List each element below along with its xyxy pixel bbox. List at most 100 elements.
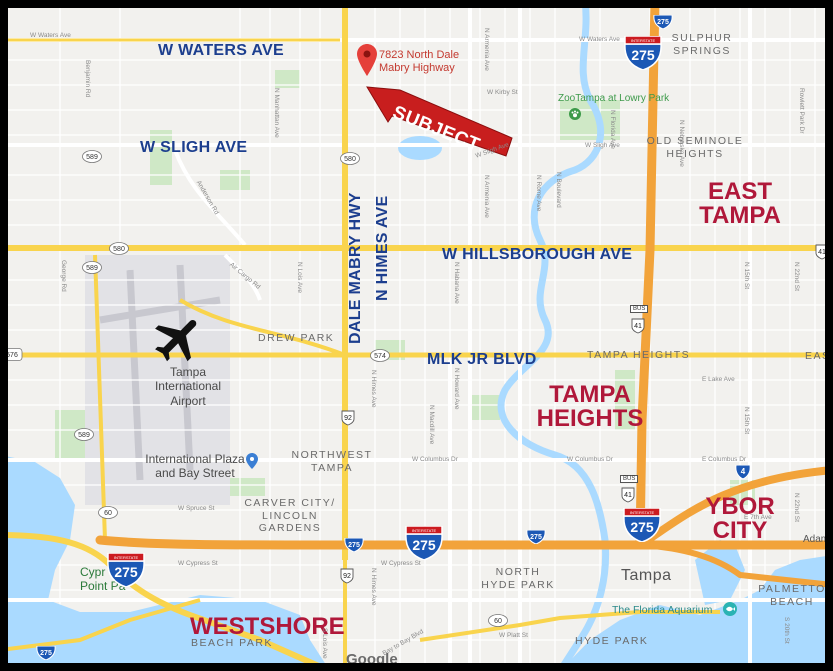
state-road-shield-icon: 60 [98, 506, 118, 519]
shield-number: 589 [86, 265, 98, 272]
street-label: N Himes Ave [370, 370, 377, 408]
state-road-shield-icon: 574 [370, 349, 390, 362]
small-interstate-icon: 275 [344, 537, 364, 553]
interstate-4-small-shield: 4 [735, 464, 751, 483]
shield-number: 576 [6, 352, 18, 359]
street-label: W Waters Ave [30, 32, 71, 39]
state-road-589-shield: 589 [74, 428, 94, 445]
shield-number: 574 [374, 353, 386, 360]
state-road-589-shield: 589 [82, 261, 102, 278]
shield-number: 60 [104, 510, 112, 517]
small-interstate-icon: 4 [735, 464, 751, 480]
street-label: George Rd [60, 260, 67, 292]
street-label: W Columbus Dr [412, 456, 458, 463]
airplane-icon [155, 320, 197, 362]
i275-east-west [95, 535, 833, 550]
street-label: W Spruce St [178, 505, 215, 512]
runway [99, 296, 221, 324]
shield-number: 589 [78, 432, 90, 439]
shield-heading: INTERSTATE [630, 510, 655, 515]
label-sulphur-springs: SULPHUR SPRINGS [671, 32, 733, 57]
lake [398, 136, 442, 160]
street-label: W Platt St [499, 632, 528, 639]
interstates [95, 0, 833, 588]
street-label: N Manhattan Ave [273, 88, 280, 138]
label-hyde-park: HYDE PARK [575, 635, 649, 647]
street-label: W Waters Ave [579, 36, 620, 43]
label-beach-park: BEACH PARK [191, 637, 273, 649]
subject-address: 7823 North Dale Mabry Highway [379, 49, 460, 75]
street-label: W Cypress St [178, 560, 218, 567]
street-label: N Habana Ave [453, 262, 460, 304]
us-route-shield-icon: 92 [341, 410, 355, 426]
label-east-tampa: EAST TAMPA [699, 178, 781, 229]
shield-number: 92 [344, 415, 352, 422]
small-interstate-icon: 275 [36, 645, 56, 661]
shield-number: 41 [624, 492, 632, 499]
street-label: N Boulevard [555, 172, 562, 208]
small-interstate-icon: 275 [526, 529, 546, 545]
state-road-576-shield: 576 [4, 348, 23, 365]
shield-number: 275 [630, 519, 654, 535]
label-international-plaza: International Plaza and Bay Street [145, 452, 245, 481]
tampa-bay [0, 455, 330, 671]
us-route-shield-icon: 41 [815, 244, 829, 260]
shield-number: 41 [634, 323, 642, 330]
us-41-shield: 41 [630, 318, 646, 338]
label-tampa-airport: Tampa International Airport [154, 365, 222, 408]
street-label: N Nebraska Ave [678, 120, 685, 167]
bus-route-plate: BUS [620, 475, 639, 483]
label-northwest-tampa: NORTHWEST TAMPA [291, 449, 373, 474]
interstate-275-small-shield: 275 [344, 537, 364, 556]
street-label: S 20th St [783, 617, 790, 644]
interstate-275-shield: INTERSTATE 275 [403, 525, 445, 564]
us-route-shield-icon: 41 [621, 487, 635, 503]
i275-north-south [635, 0, 660, 550]
interstate-275-small-shield: 275 [653, 14, 673, 33]
shield-number: 275 [657, 19, 669, 26]
shield-heading: INTERSTATE [412, 528, 437, 533]
street-label: W Columbus Dr [567, 456, 613, 463]
shield-number: 4 [741, 467, 746, 476]
us-41-shield: 41 [620, 487, 636, 507]
shield-number: 589 [86, 154, 98, 161]
interstate-shield-icon: INTERSTATE 275 [623, 507, 661, 543]
shield-heading: INTERSTATE [114, 555, 139, 560]
state-road-shield-icon: 60 [488, 614, 508, 627]
label-carver-city: CARVER CITY/ LINCOLN GARDENS [244, 497, 336, 535]
street-label: N 15th St [743, 407, 750, 435]
interstate-275-shield: INTERSTATE 275 [622, 35, 664, 74]
street-label: Benjamin Rd [84, 60, 91, 98]
label-tampa-city: Tampa [621, 567, 672, 584]
street-label: N Macdill Ave [428, 405, 435, 445]
location-pin-icon[interactable] [357, 44, 377, 76]
label-tampa-heights-small: TAMPA HEIGHTS [587, 349, 691, 361]
i4-road [636, 466, 833, 549]
shield-number: 275 [530, 534, 542, 541]
gandy-link [0, 598, 201, 652]
label-westshore: WESTSHORE [190, 613, 345, 640]
label-east-edge: EAS [805, 350, 831, 362]
shopping-pin-icon[interactable] [246, 453, 258, 469]
shield-number: 275 [348, 542, 360, 549]
state-road-60-shield: 60 [98, 506, 118, 523]
interstate-275-small-shield: 275 [526, 529, 546, 548]
shield-number: 92 [343, 573, 351, 580]
shield-number: 275 [114, 564, 138, 580]
label-adam: Adam [803, 534, 830, 545]
label-w-sligh-ave: W SLIGH AVE [140, 139, 248, 156]
label-mlk-jr-blvd: MLK JR BLVD [427, 351, 537, 368]
aquarium-icon[interactable] [723, 602, 737, 616]
shield-number: 275 [412, 537, 436, 553]
shield-number: 41 [818, 249, 826, 256]
us-route-shield-icon: 92 [340, 568, 354, 584]
zoo-paw-icon[interactable] [569, 108, 581, 120]
park-area [275, 70, 300, 88]
state-road-shield-icon: 589 [82, 150, 102, 163]
us-92-shield: 92 [339, 568, 355, 588]
kennedy-blvd [419, 610, 720, 642]
street-label: N Florida Ave [609, 110, 616, 149]
